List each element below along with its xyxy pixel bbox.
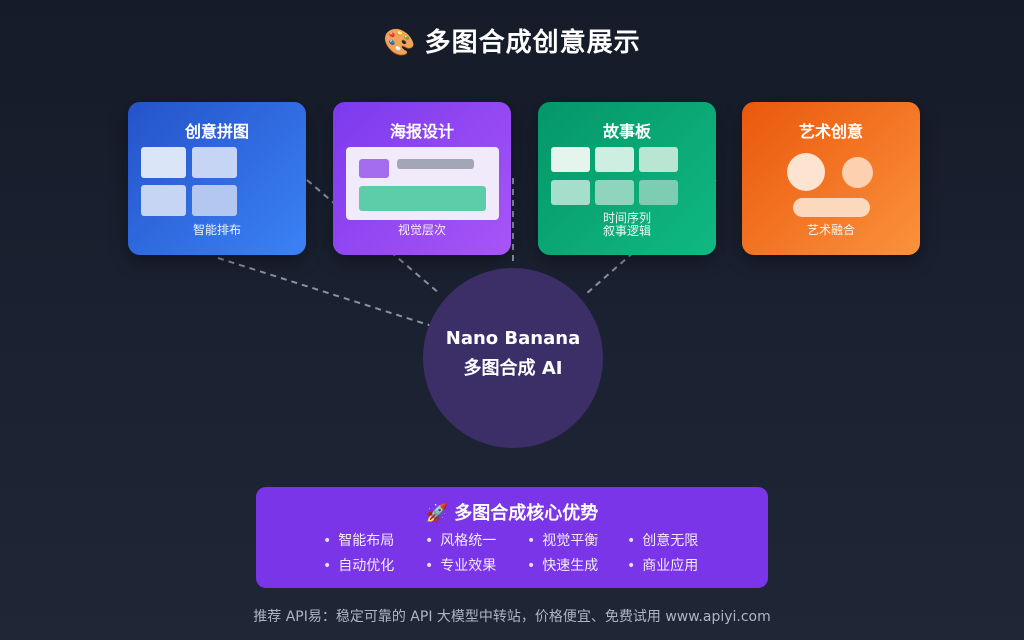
card-creative-collage: 创意拼图 智能排布 [128, 102, 306, 255]
storyboard-frame [639, 147, 678, 172]
grid-tile [141, 185, 186, 216]
card-storyboard: 故事板 时间序列 叙事逻辑 [538, 102, 716, 255]
poster-banner [359, 186, 486, 211]
connector-line [217, 257, 433, 327]
feature-item: 自动优化 [323, 555, 394, 575]
connector-line [585, 179, 717, 295]
card-art-creative: 艺术创意 艺术融合 [742, 102, 920, 255]
card-title: 海报设计 [389, 122, 454, 141]
card-caption: 叙事逻辑 [602, 224, 651, 238]
art-bar [793, 198, 870, 217]
storyboard-frame [551, 180, 590, 205]
hub-circle: Nano Banana 多图合成 AI [423, 268, 603, 448]
page-title: 🎨多图合成创意展示 [0, 22, 1024, 59]
feature-item: 专业效果 [425, 555, 496, 575]
storyboard-frame [551, 147, 590, 172]
grid-tile [141, 147, 186, 178]
card-title: 艺术创意 [798, 122, 863, 141]
feature-item: 视觉平衡 [527, 530, 598, 550]
feature-item: 风格统一 [425, 530, 496, 550]
palette-icon: 🎨 [383, 28, 417, 58]
connector-line [306, 179, 441, 295]
feature-item: 智能布局 [323, 530, 394, 550]
art-circle-large [787, 153, 825, 191]
poster-block [359, 159, 389, 178]
grid-tile [192, 185, 237, 216]
feature-item: 商业应用 [627, 555, 698, 575]
panel-title-text: 多图合成核心优势 [454, 503, 599, 524]
card-caption: 智能排布 [192, 223, 241, 237]
poster-line [397, 159, 474, 169]
panel-title: 🚀多图合成核心优势 [256, 499, 768, 525]
art-circle-small [842, 157, 873, 188]
card-title: 创意拼图 [184, 122, 249, 141]
footer-recommendation: 推荐 API易：稳定可靠的 API 大模型中转站，价格便宜、免费试用 www.a… [253, 609, 771, 625]
rocket-icon: 🚀 [425, 503, 449, 524]
card-poster-design: 海报设计 视觉层次 [333, 102, 511, 255]
advantages-panel: 🚀多图合成核心优势 智能布局 风格统一 视觉平衡 创意无限 自动优化 专业效果 … [256, 487, 768, 588]
feature-item: 快速生成 [527, 555, 598, 575]
hub-title: Nano Banana [445, 328, 581, 349]
storyboard-frame [595, 147, 634, 172]
hub-subtitle: 多图合成 AI [463, 358, 563, 379]
storyboard-frame [639, 180, 678, 205]
card-caption: 艺术融合 [806, 223, 855, 237]
card-title: 故事板 [602, 122, 651, 141]
feature-item: 创意无限 [627, 530, 698, 550]
storyboard-frame [595, 180, 634, 205]
page-title-text: 多图合成创意展示 [424, 28, 641, 58]
grid-tile [192, 147, 237, 178]
card-caption: 时间序列 [602, 211, 651, 225]
card-caption: 视觉层次 [397, 223, 446, 237]
